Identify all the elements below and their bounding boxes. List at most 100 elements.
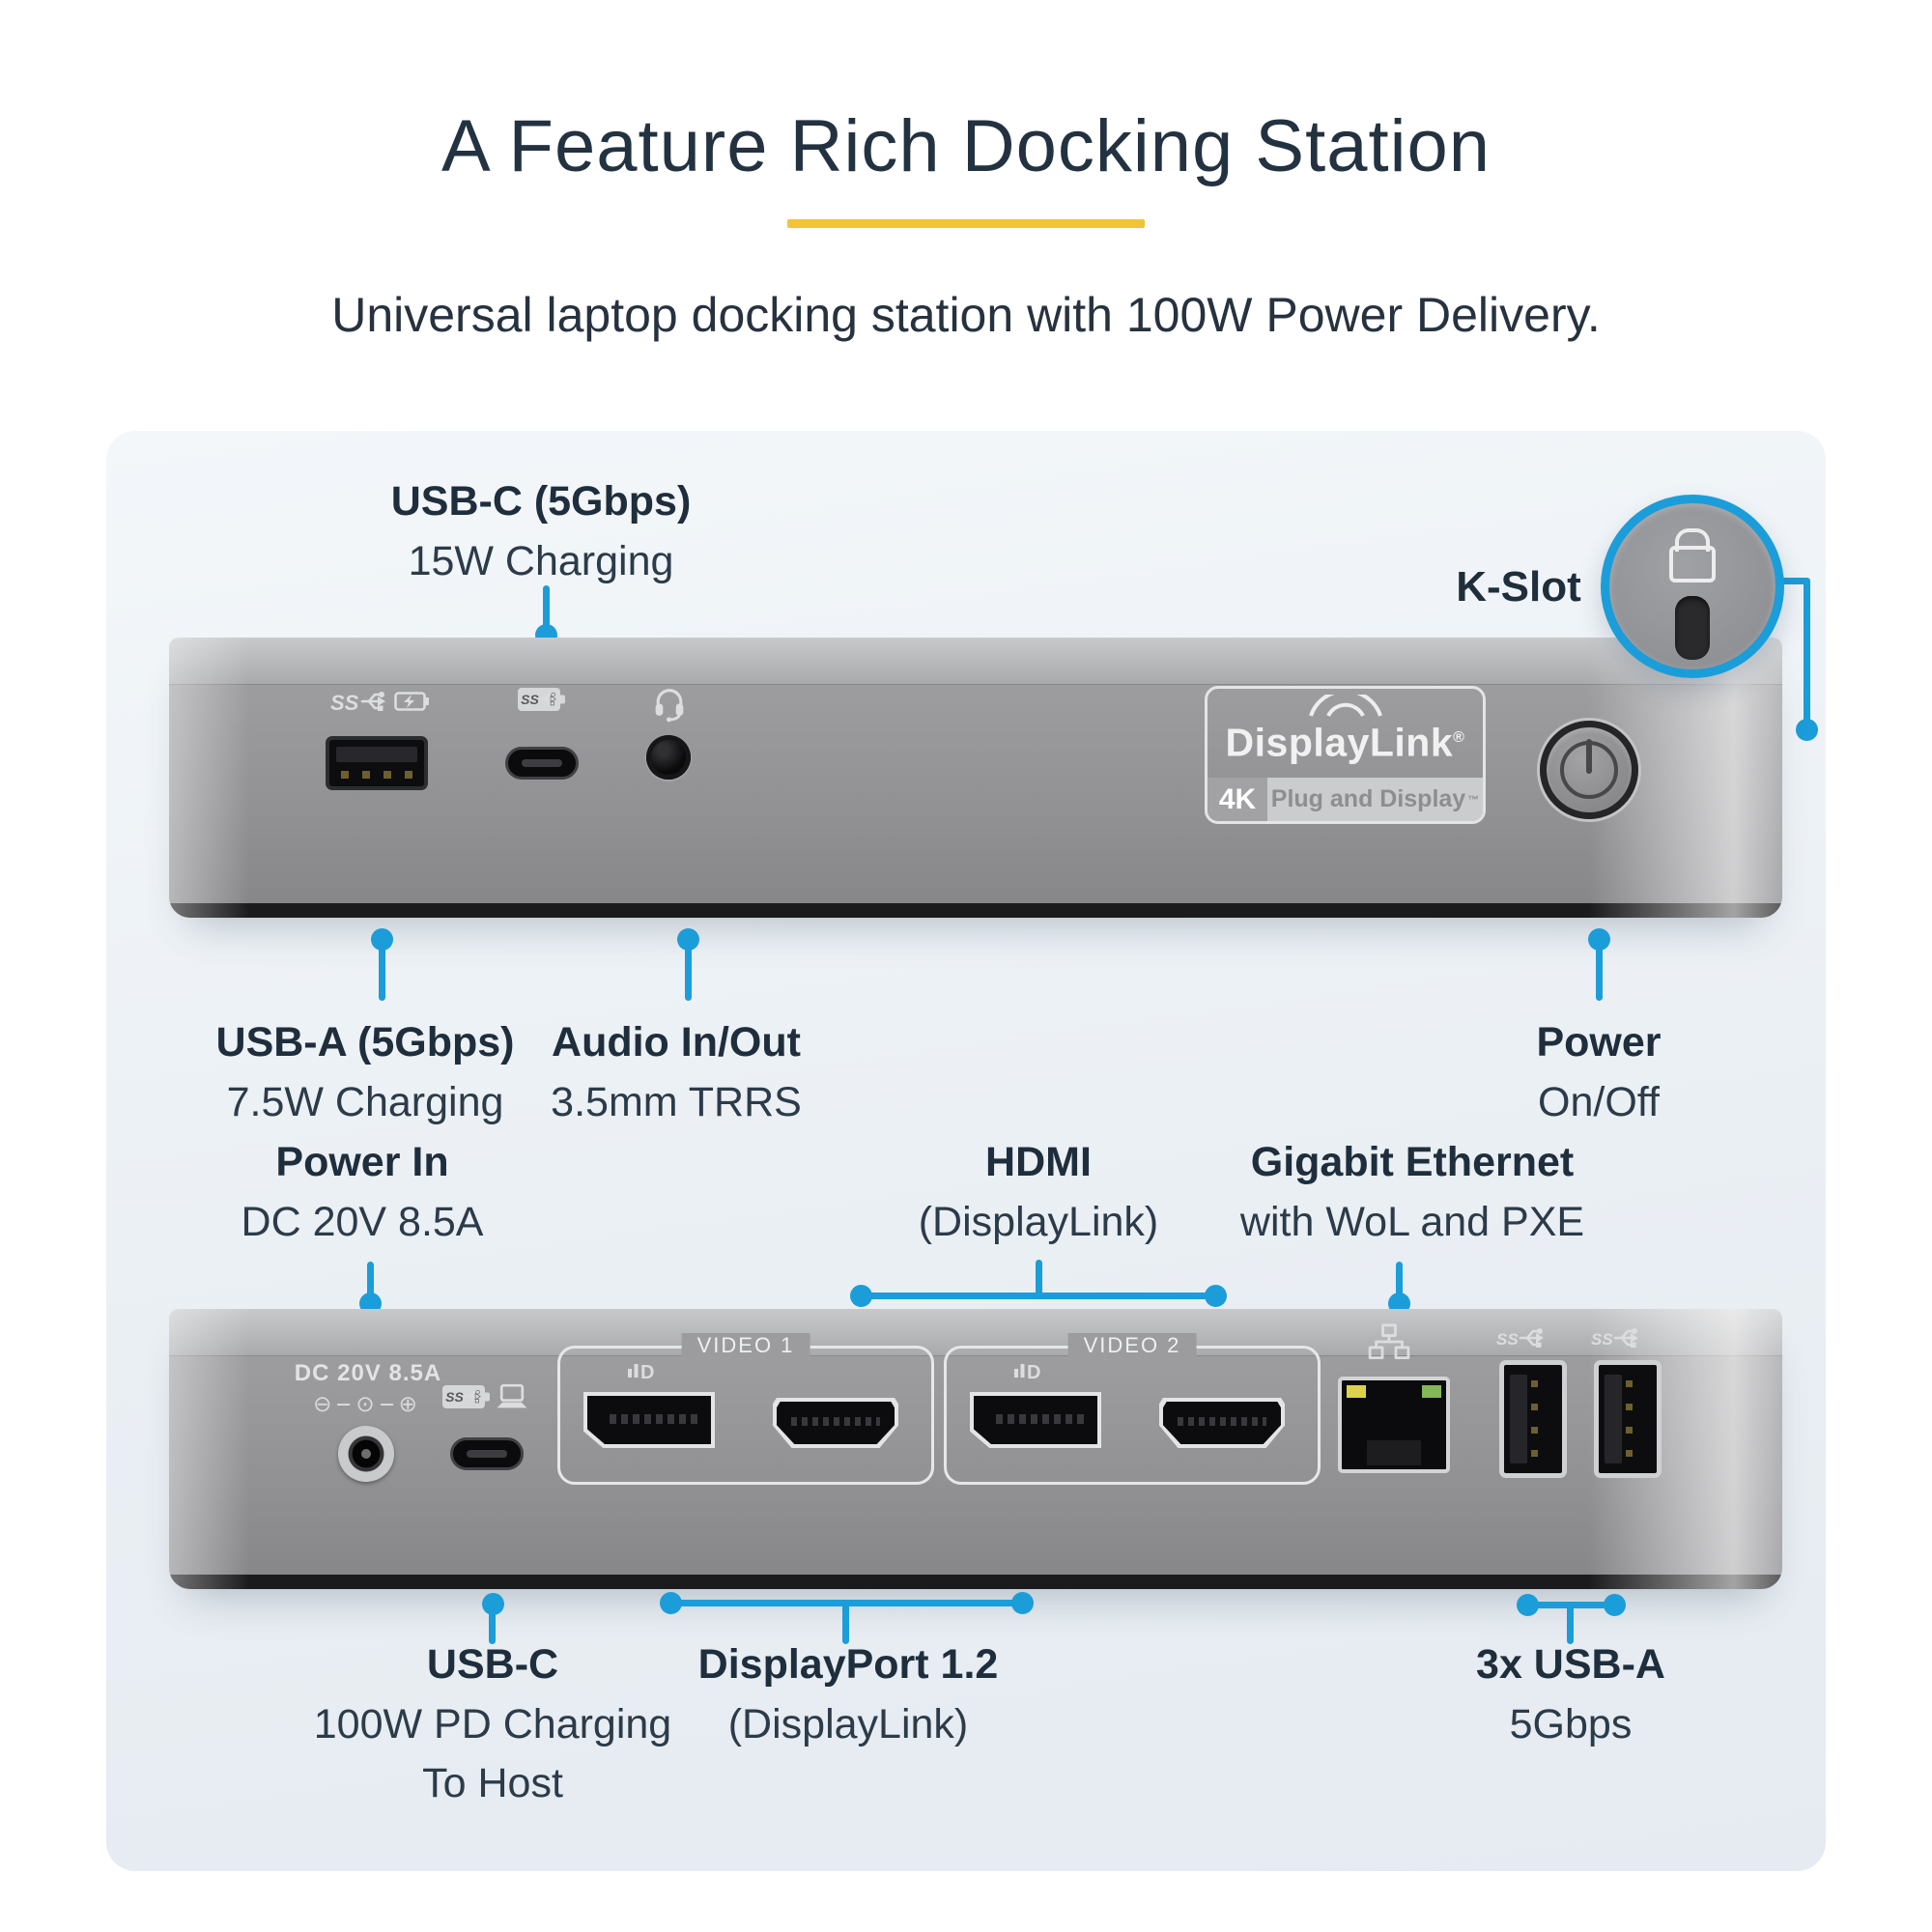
kslot-elbow-dot — [1796, 719, 1818, 741]
callout-line-usba-bar — [1524, 1602, 1617, 1608]
displayport-port-1 — [583, 1392, 715, 1448]
polarity-center: ⊙ — [355, 1391, 375, 1416]
callout-line-dp-bar — [667, 1600, 1026, 1606]
usb-a-charge-icon: SS — [330, 690, 431, 715]
label-power-sub: On/Off — [1538, 1079, 1660, 1125]
laptop-icon — [496, 1383, 528, 1409]
callout-line-hdmi-bar — [858, 1293, 1219, 1299]
callout-dot-dp-left — [660, 1592, 682, 1614]
label-usb-c-front: USB-C (5Gbps) 15W Charging — [391, 471, 692, 591]
callout-line-power — [1596, 939, 1603, 1001]
ethernet-led-green — [1422, 1385, 1441, 1398]
usb-a-port-back-2-pins — [1626, 1380, 1633, 1458]
label-usb-a-front: USB-A (5Gbps) 7.5W Charging — [216, 1012, 515, 1132]
hdmi-port-1 — [773, 1398, 898, 1448]
lock-icon-shackle — [1675, 528, 1710, 552]
dc-power-jack-pin — [361, 1449, 371, 1459]
label-usba-back-sub: 5Gbps — [1509, 1701, 1633, 1747]
dock-front-base — [169, 903, 1782, 918]
displaylink-brand-text: DisplayLink — [1225, 720, 1454, 765]
callout-line-usb-c-front — [543, 585, 550, 630]
label-k-slot: K-Slot — [1456, 563, 1581, 611]
label-audio-title: Audio In/Out — [552, 1019, 801, 1065]
label-usb-c-host-sub2: To Host — [422, 1760, 563, 1806]
polarity-dash-2 — [380, 1403, 393, 1406]
video2-group: VIDEO 2 — [944, 1333, 1321, 1485]
badge-tagline-text: Plug and Display — [1270, 785, 1466, 812]
callout-dot-hdmi-left — [850, 1285, 872, 1307]
video1-group: VIDEO 1 — [557, 1333, 934, 1485]
callout-dot-usba-right — [1604, 1594, 1626, 1616]
page-title: A Feature Rich Docking Station — [440, 105, 1492, 187]
displayport-logo-2: D — [1014, 1362, 1040, 1383]
hdmi-port-2-pins — [1177, 1416, 1267, 1426]
hdmi-port-1-pins — [790, 1416, 881, 1426]
svg-text:SS: SS — [1496, 1330, 1519, 1349]
usb-c-port-back-tongue — [467, 1450, 507, 1458]
usb-c-charge-icon-nub — [560, 695, 565, 704]
callout-line-audio — [685, 939, 692, 1001]
svg-text:D: D — [1027, 1362, 1040, 1383]
ethernet-led-yellow — [1347, 1385, 1366, 1398]
usb-a-port-back-2-tab — [1605, 1375, 1622, 1463]
hdmi-port-1-inner — [777, 1402, 895, 1444]
usb-c-host-icon-nub — [485, 1392, 490, 1402]
label-power: Power On/Off — [1536, 1012, 1661, 1132]
usb-a-port-front — [326, 736, 428, 790]
kslot-opening — [1675, 596, 1710, 660]
displayport-port-1-pins — [610, 1414, 701, 1424]
usb-c-port-front-tongue — [522, 759, 562, 767]
label-hdmi-sub: (DisplayLink) — [918, 1199, 1159, 1245]
usb-ss-icon-1: SS — [1496, 1326, 1546, 1350]
dock-back-base — [169, 1575, 1782, 1589]
displayport-port-1-inner — [587, 1396, 711, 1444]
audio-jack-port — [646, 735, 691, 780]
usb-c-charge-icon-text: SS — [521, 692, 539, 707]
callout-line-hdmi-stem — [1036, 1260, 1042, 1296]
label-ethernet: Gigabit Ethernet with WoL and PXE — [1240, 1132, 1584, 1252]
usb-a-port-front-pins — [341, 771, 412, 779]
label-audio: Audio In/Out 3.5mm TRRS — [551, 1012, 802, 1132]
callout-line-usb-c-host — [489, 1604, 496, 1644]
usb-c-port-front — [505, 747, 579, 780]
lock-icon-body — [1669, 546, 1716, 582]
usb-c-charge-icon: SS — [518, 688, 565, 711]
label-displayport-sub: (DisplayLink) — [727, 1701, 969, 1747]
svg-text:SS: SS — [330, 691, 359, 715]
label-displayport-title: DisplayPort 1.2 — [697, 1641, 999, 1688]
label-power-in: Power In DC 20V 8.5A — [242, 1132, 484, 1252]
label-power-in-title: Power In — [275, 1139, 449, 1185]
label-power-in-sub: DC 20V 8.5A — [241, 1199, 484, 1245]
dc-power-jack — [338, 1426, 394, 1482]
displayport-port-2-pins — [996, 1414, 1088, 1424]
label-displayport: DisplayPort 1.2 (DisplayLink) — [698, 1634, 999, 1754]
callout-line-usb-a-front — [379, 939, 385, 1001]
kslot-elbow-vertical — [1804, 578, 1810, 724]
label-usba-back-title: 3x USB-A — [1476, 1641, 1665, 1688]
video1-label: VIDEO 1 — [681, 1333, 810, 1358]
kslot-magnifier — [1601, 495, 1784, 678]
label-power-title: Power — [1536, 1019, 1662, 1065]
polarity-icon: ⊖ ⊙ ⊕ — [313, 1391, 417, 1417]
label-hdmi: HDMI (DisplayLink) — [919, 1132, 1159, 1252]
usb-a-port-back-2 — [1594, 1360, 1662, 1478]
label-usb-c-front-title: USB-C (5Gbps) — [390, 478, 692, 525]
label-usba-back: 3x USB-A 5Gbps — [1476, 1634, 1665, 1754]
callout-dot-hdmi-right — [1205, 1285, 1227, 1307]
usb-a-port-back-1-tab — [1510, 1375, 1527, 1463]
usb-c-host-icon-text: SS — [445, 1389, 464, 1405]
power-button — [1540, 721, 1638, 819]
displaylink-reg-mark: ® — [1453, 729, 1465, 746]
label-usb-a-front-sub: 7.5W Charging — [226, 1079, 504, 1125]
callout-dot-usba-left — [1517, 1594, 1539, 1616]
label-usb-c-host-sub1: 100W PD Charging — [313, 1701, 672, 1747]
usb-c-port-back — [450, 1437, 524, 1470]
polarity-minus: ⊖ — [313, 1391, 332, 1416]
accent-divider — [787, 219, 1145, 228]
callout-line-usba-stem — [1567, 1605, 1574, 1644]
hdmi-port-2 — [1159, 1398, 1285, 1448]
badge-tm-mark: ™ — [1467, 792, 1480, 807]
